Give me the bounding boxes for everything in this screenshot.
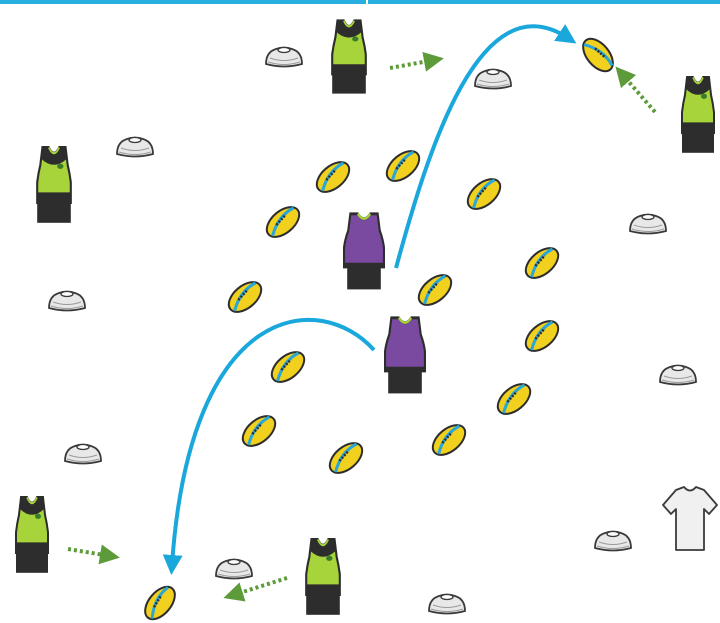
pass-arc	[162, 317, 376, 575]
purple-bib-player-icon	[383, 316, 427, 395]
players	[14, 19, 716, 617]
rugby-ball-icon	[137, 579, 183, 623]
pass-arc	[394, 24, 577, 269]
dotted-run-arrow	[389, 51, 444, 72]
marker-cone-icon	[64, 443, 102, 465]
rugby-ball-icon	[235, 408, 283, 454]
rugby-ball-icon	[518, 313, 566, 359]
rugby-ball-icon	[322, 435, 370, 481]
marker-cone-icon	[629, 213, 667, 235]
dotted-run-arrow	[615, 66, 657, 114]
dotted-run-arrow	[223, 576, 288, 602]
white-shirt-icon	[662, 486, 718, 551]
green-bib-player-icon	[330, 19, 368, 95]
pass-arcs	[162, 24, 577, 575]
green-bib-player-icon	[680, 75, 716, 155]
purple-bib-player-icon	[342, 212, 386, 291]
marker-cone-icon	[474, 68, 512, 90]
rugby-ball-icon	[460, 171, 508, 217]
run-arrows	[67, 51, 657, 602]
marker-cone-icon	[428, 593, 466, 615]
green-bib-player-icon	[35, 145, 73, 225]
marker-cone-icon	[265, 46, 303, 68]
rugby-ball-icon	[309, 154, 357, 200]
rugby-ball-icon	[575, 31, 621, 79]
green-bib-player-icon	[304, 537, 342, 617]
green-bib-player-icon	[14, 495, 50, 575]
rugby-ball-icon	[264, 344, 312, 390]
halfway-mark	[366, 0, 368, 6]
field-boundary	[0, 0, 720, 6]
cones	[48, 46, 697, 615]
marker-cone-icon	[48, 290, 86, 312]
marker-cone-icon	[659, 364, 697, 386]
marker-cone-icon	[215, 558, 253, 580]
rugby-ball-icon	[411, 267, 459, 313]
rugby-ball-icon	[379, 143, 427, 189]
balls	[137, 31, 621, 623]
rugby-ball-icon	[490, 376, 538, 422]
rugby-ball-icon	[259, 199, 307, 245]
rugby-ball-icon	[518, 240, 566, 286]
rugby-ball-icon	[425, 417, 473, 463]
rugby-ball-icon	[221, 274, 269, 320]
marker-cone-icon	[594, 530, 632, 552]
touchline	[0, 0, 720, 4]
dotted-run-arrow	[67, 544, 120, 565]
marker-cone-icon	[116, 136, 154, 158]
